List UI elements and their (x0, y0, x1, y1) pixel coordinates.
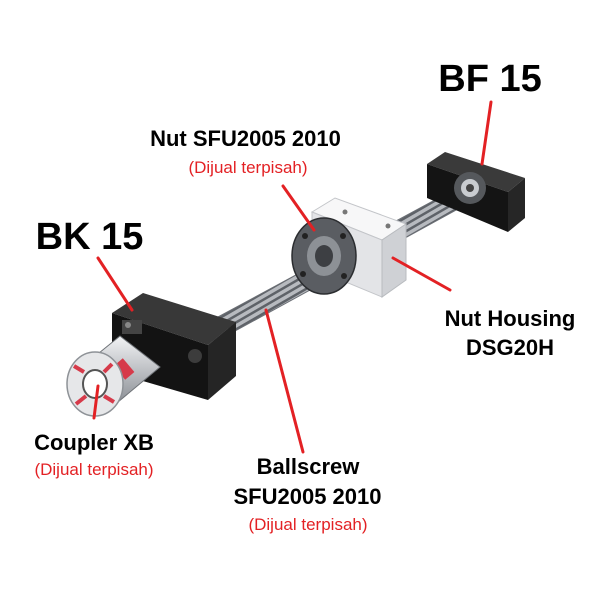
label-ballscrew-sub: (Dijual terpisah) (248, 515, 368, 534)
ball-nut (291, 217, 357, 295)
label-ballscrew-line1: Ballscrew (256, 454, 360, 479)
label-coupler-sub: (Dijual terpisah) (34, 460, 154, 479)
leader-housing (391, 256, 452, 292)
leader-lines (92, 100, 493, 454)
leader-coupler (92, 384, 100, 420)
label-housing-line2: DSG20H (465, 335, 555, 360)
label-ballscrew-line2: SFU2005 2010 (233, 484, 382, 509)
leader-nut (281, 184, 316, 232)
leader-bf15 (480, 100, 493, 166)
label-bk15: BK 15 (35, 216, 144, 258)
label-bf15: BF 15 (438, 58, 542, 100)
label-nut-sub: (Dijual terpisah) (188, 158, 308, 177)
label-nut-title: Nut SFU2005 2010 (150, 126, 341, 151)
bf15-support-block (427, 152, 525, 232)
leader-ballscrew (264, 308, 305, 454)
label-coupler-title: Coupler XB (34, 430, 154, 455)
leader-bk15 (96, 256, 134, 312)
label-housing-line1: Nut Housing (444, 306, 576, 331)
